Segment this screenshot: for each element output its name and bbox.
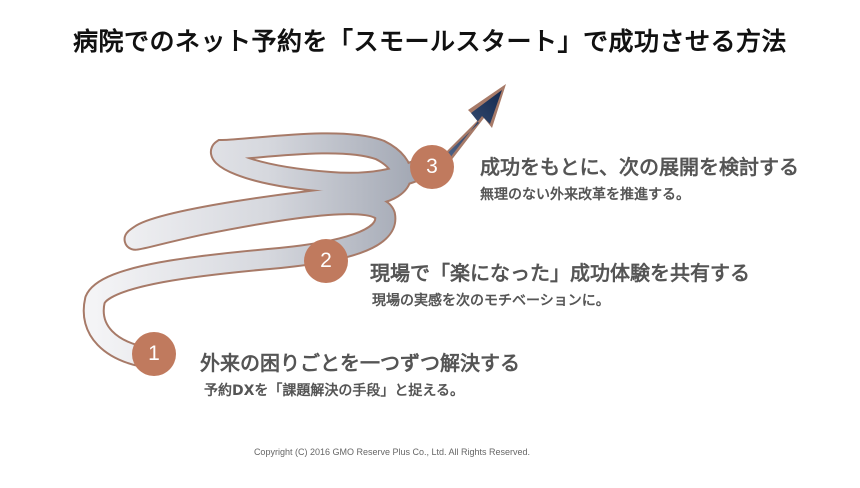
step-1-subtext: 予約DXを「課題解決の手段」と捉える。 [204,383,464,399]
step-3-heading: 成功をもとに、次の展開を検討する [480,155,799,179]
page-title: 病院でのネット予約を「スモールスタート」で成功させる方法 [72,27,787,56]
copyright-text: Copyright (C) 2016 GMO Reserve Plus Co.,… [253,447,531,457]
step-1-heading: 外来の困りごとを一つずつ解決する [200,351,520,375]
step-1-badge: 1 [132,332,176,376]
step-2-badge: 2 [304,239,348,283]
step-3-subtext: 無理のない外来改革を推進する。 [480,187,690,203]
step-2-heading: 現場で「楽になった」成功体験を共有する [370,261,750,285]
step-2-subtext: 現場の実感を次のモチベーションに。 [372,293,610,309]
step-3-badge: 3 [410,145,454,189]
ribbon-path [82,132,451,369]
